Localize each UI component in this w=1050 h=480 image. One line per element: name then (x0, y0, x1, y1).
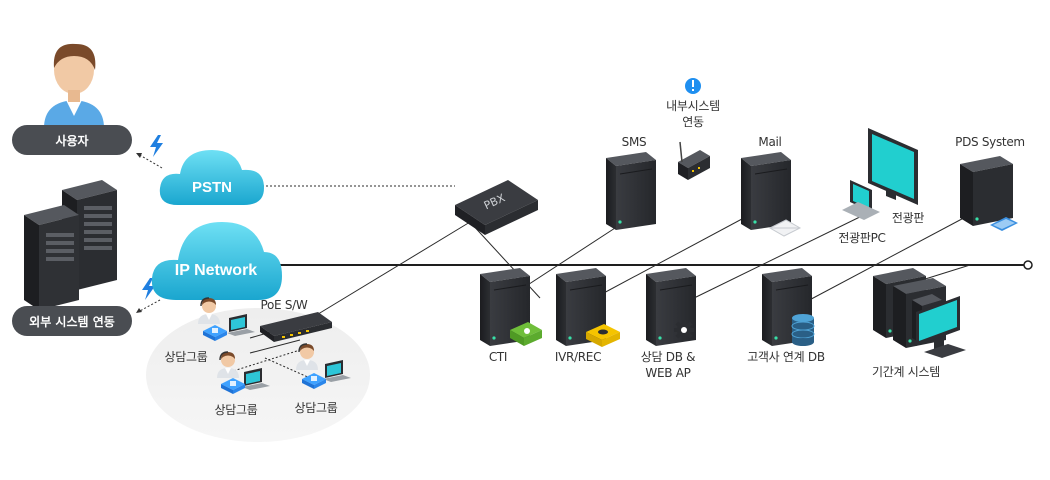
arrow-head-icon (136, 308, 142, 313)
db-label-line2: WEB AP (645, 366, 690, 380)
board-monitor-icon (868, 128, 918, 205)
sms-label: SMS (622, 135, 647, 149)
database-icon (791, 314, 815, 346)
user-icon (44, 43, 104, 128)
ivr-label: IVR/REC (555, 350, 601, 364)
ip-network-label: IP Network (175, 262, 258, 279)
arrow-head-icon (136, 153, 142, 158)
bolt-icon (142, 278, 155, 300)
dashed-arrow (137, 299, 161, 313)
internal-link-line1: 내부시스템 (666, 99, 720, 113)
user-pill: 사용자 (12, 125, 132, 155)
poe-switch-device (260, 312, 332, 342)
agent-group-3-label: 상담그룹 (295, 401, 338, 415)
sms-server (605, 151, 657, 231)
cti-badge-icon (510, 322, 542, 346)
agent-group-2-label: 상담그룹 (215, 403, 258, 417)
core-system-label: 기간계 시스템 (872, 365, 940, 379)
backbone-end (1023, 260, 1033, 270)
ivr-badge-icon (586, 324, 620, 347)
mail-label: Mail (758, 135, 781, 149)
pstn-cloud: PSTN (159, 150, 264, 205)
poe-switch-label: PoE S/W (261, 298, 308, 312)
board-pc-label: 전광판PC (838, 231, 885, 245)
dashed-arrow (137, 153, 163, 169)
alert-icon (685, 78, 701, 94)
pbx-device: PBX (455, 180, 538, 235)
pds-panel-icon (990, 217, 1018, 231)
internal-link-line2: 연동 (682, 115, 704, 129)
agent-group-1-label: 상담그룹 (165, 350, 208, 364)
core-system-monitor-icon (916, 296, 966, 358)
gear-icon (674, 320, 694, 340)
external-pill: 외부 시스템 연동 (12, 306, 132, 336)
customer-db-label: 고객사 연계 DB (747, 350, 825, 364)
user-label: 사용자 (55, 133, 88, 148)
cti-label: CTI (489, 350, 507, 364)
pstn-label: PSTN (192, 179, 232, 196)
pds-label: PDS System (955, 135, 1025, 149)
router-icon (678, 141, 710, 180)
external-label: 외부 시스템 연동 (29, 314, 115, 329)
bolt-icon (150, 135, 163, 157)
ip-network-cloud: IP Network (151, 222, 282, 300)
external-servers-icon (24, 180, 117, 310)
board-label: 전광판 (892, 211, 924, 225)
db-label-line1: 상담 DB & (641, 350, 695, 364)
pds-server (960, 156, 1013, 226)
mail-envelope-icon (768, 219, 802, 237)
board-pc-laptop-icon (842, 180, 880, 220)
mail-server (740, 151, 792, 231)
